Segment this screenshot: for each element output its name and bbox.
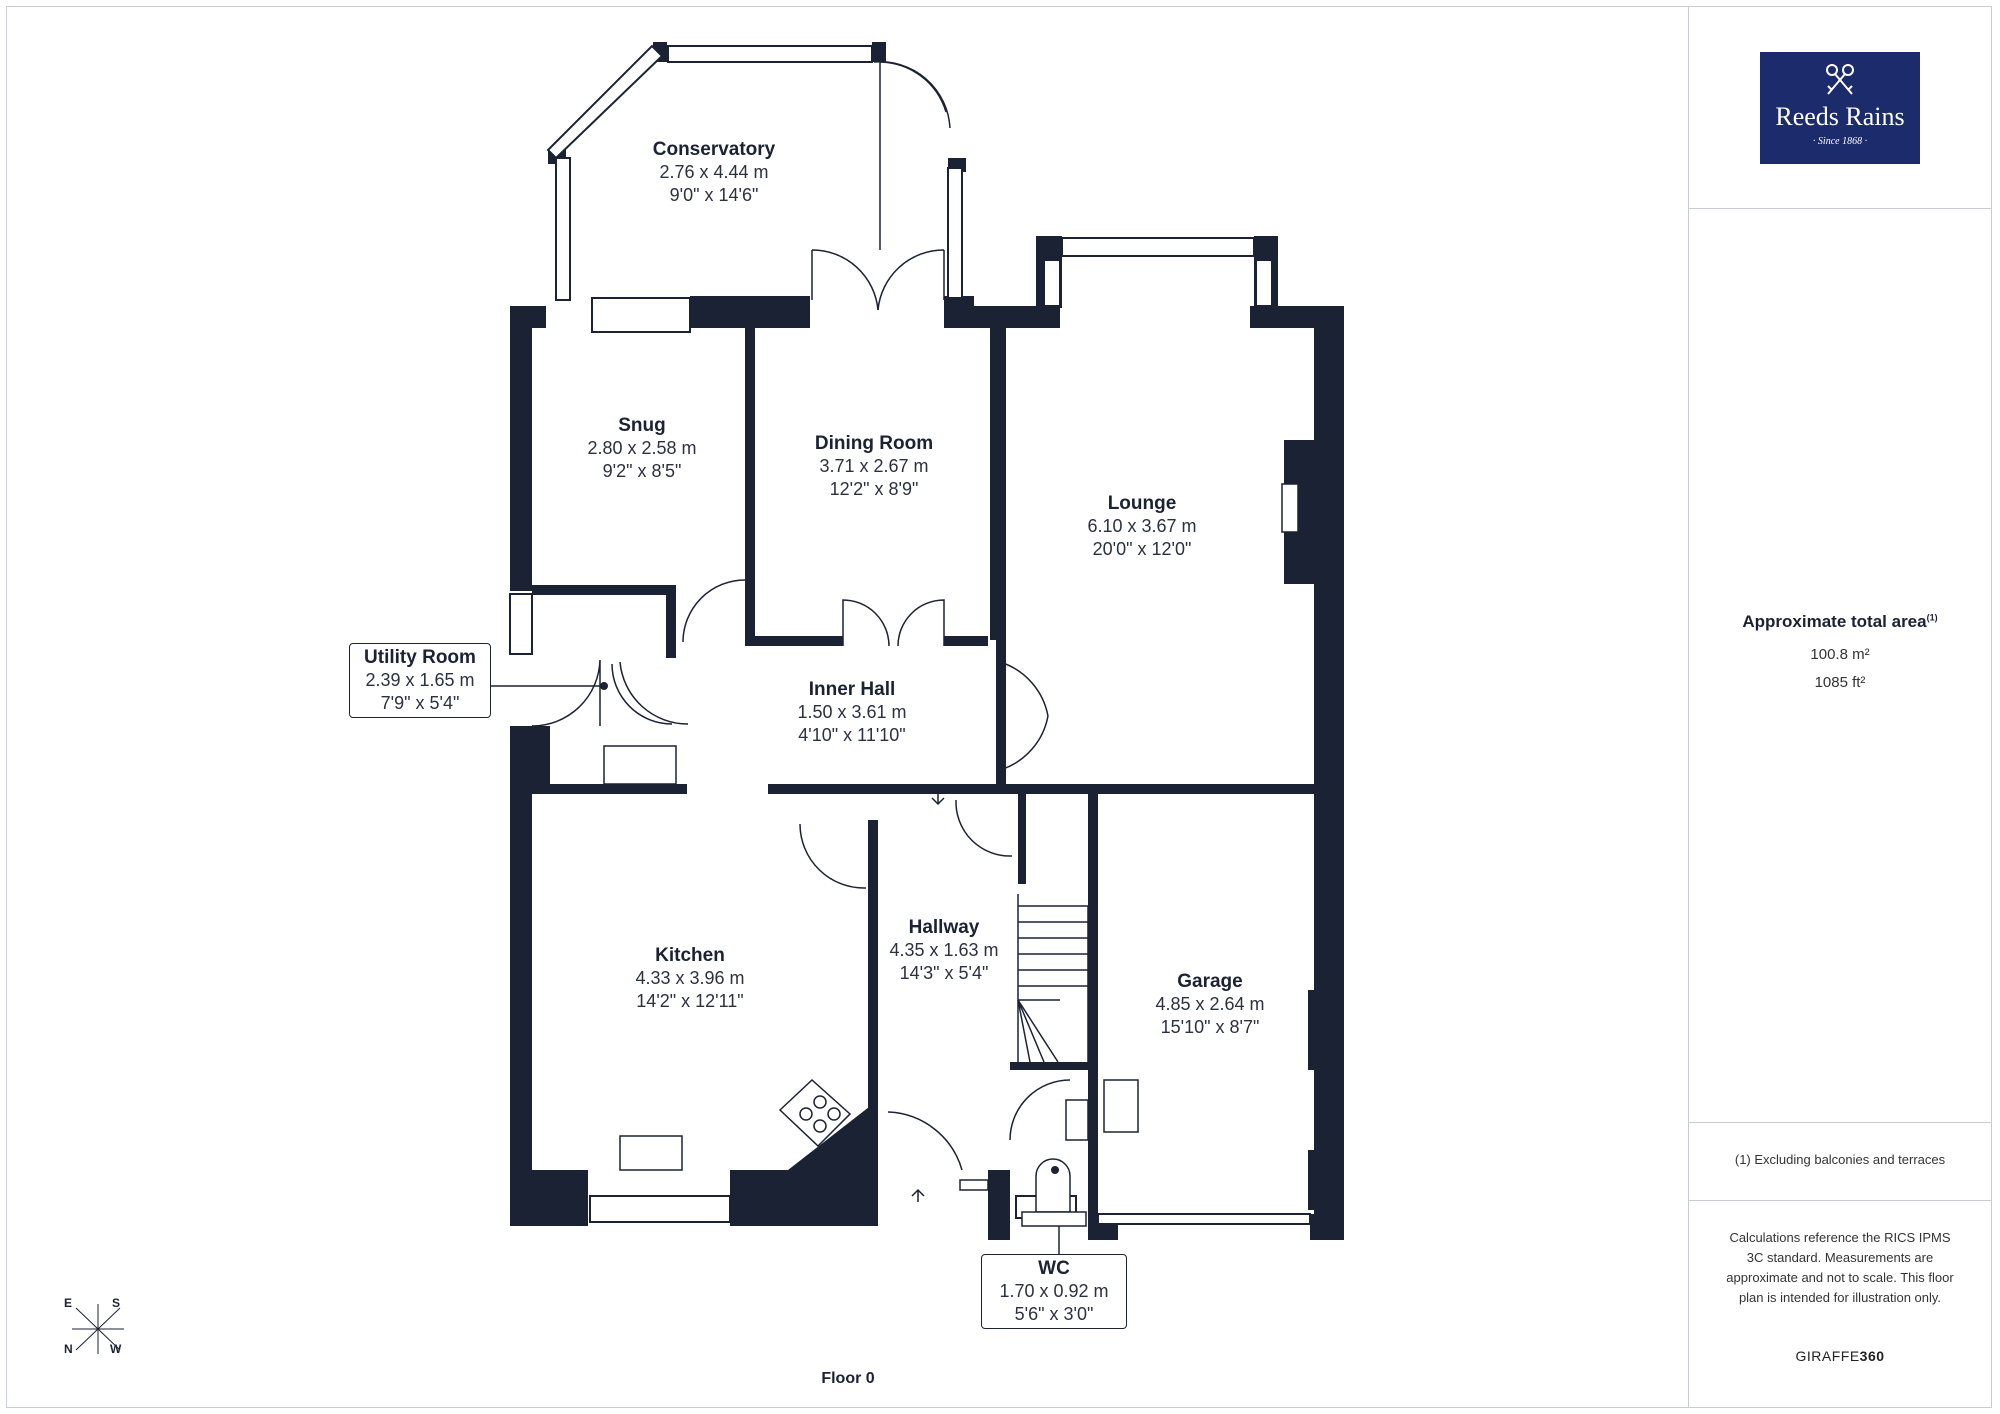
room-inner-hall: Inner Hall 1.50 x 3.61 m 4'10" x 11'10" <box>752 678 952 747</box>
room-size-imperial: 20'0" x 12'0" <box>1092 539 1192 559</box>
sidebar-rule <box>1688 1200 1992 1201</box>
room-size-imperial: 14'2" x 12'11" <box>636 991 744 1011</box>
utility-pointer-dot <box>600 682 608 690</box>
total-area-title: Approximate total area(1) <box>1690 612 1990 632</box>
stairs <box>1017 894 1089 1063</box>
room-wc: WC 1.70 x 0.92 m 5'6" x 3'0" <box>981 1254 1127 1329</box>
compass-west: W <box>110 1342 122 1356</box>
room-size-imperial: 15'10" x 8'7" <box>1160 1017 1260 1037</box>
room-hallway: Hallway 4.35 x 1.63 m 14'3" x 5'4" <box>864 916 1024 985</box>
room-name: Utility Room <box>364 647 476 668</box>
entry-arrow-icon <box>911 1188 925 1202</box>
room-utility: Utility Room 2.39 x 1.65 m 7'9" x 5'4" <box>349 643 491 718</box>
room-name: WC <box>1038 1258 1070 1279</box>
room-size-metric: 1.50 x 3.61 m <box>797 702 907 722</box>
room-name: Lounge <box>1107 493 1177 514</box>
sidebar-rule <box>1688 1122 1992 1123</box>
room-size-metric: 4.85 x 2.64 m <box>1155 994 1265 1014</box>
sidebar-rule <box>1688 208 1992 209</box>
room-conservatory: Conservatory 2.76 x 4.44 m 9'0" x 14'6" <box>604 138 824 207</box>
windows <box>509 44 1311 1225</box>
page-frame <box>6 6 1992 1408</box>
doors <box>531 60 1071 1171</box>
total-area-note: (1) <box>1926 612 1938 623</box>
total-area-imperial: 1085 ft² <box>1814 674 1866 691</box>
room-name: Inner Hall <box>808 679 896 700</box>
room-size-metric: 3.71 x 2.67 m <box>819 456 929 476</box>
room-kitchen: Kitchen 4.33 x 3.96 m 14'2" x 12'11" <box>590 944 790 1013</box>
room-size-imperial: 9'0" x 14'6" <box>669 185 759 205</box>
room-name: Garage <box>1177 971 1243 992</box>
fixtures <box>603 483 1299 1227</box>
total-area-metric: 100.8 m² <box>1810 646 1870 663</box>
room-size-metric: 2.39 x 1.65 m <box>365 670 475 690</box>
brand-since: · Since 1868 · <box>1812 136 1868 147</box>
room-size-imperial: 7'9" x 5'4" <box>380 693 460 713</box>
room-size-imperial: 12'2" x 8'9" <box>829 479 919 499</box>
room-size-metric: 2.76 x 4.44 m <box>659 162 769 182</box>
floor-plan <box>490 42 1344 1256</box>
walls <box>510 42 1344 1240</box>
room-size-imperial: 9'2" x 8'5" <box>602 461 682 481</box>
room-name: Hallway <box>908 917 980 938</box>
crossed-keys-icon <box>1826 64 1854 95</box>
area-footnote: (1) Excluding balconies and terraces <box>1734 1152 1946 1167</box>
brand-logo: Reeds Rains · Since 1868 · <box>1760 52 1920 164</box>
total-area-title-text: Approximate total area <box>1742 612 1927 631</box>
room-size-metric: 6.10 x 3.67 m <box>1087 516 1197 536</box>
room-size-imperial: 14'3" x 5'4" <box>899 963 989 983</box>
room-name: Conservatory <box>652 139 776 160</box>
room-name: Dining Room <box>814 433 934 454</box>
compass-rose: E S N W <box>62 1296 132 1360</box>
room-name: Kitchen <box>655 945 725 966</box>
room-lounge: Lounge 6.10 x 3.67 m 20'0" x 12'0" <box>1042 492 1242 561</box>
room-size-metric: 2.80 x 2.58 m <box>587 438 697 458</box>
stair-arrow-icon <box>931 792 945 806</box>
room-size-metric: 4.35 x 1.63 m <box>889 940 999 960</box>
credit-prefix: GIRAFFE <box>1795 1348 1860 1364</box>
brand-name: Reeds Rains <box>1775 102 1905 131</box>
room-name: Snug <box>618 415 666 436</box>
compass-north: N <box>64 1342 73 1356</box>
room-size-metric: 1.70 x 0.92 m <box>999 1281 1109 1301</box>
wc-pan-marker <box>1051 1166 1059 1174</box>
floor-label: Floor 0 <box>821 1370 875 1387</box>
room-size-imperial: 4'10" x 11'10" <box>798 725 906 745</box>
disclaimer-text: Calculations reference the RICS IPMS 3C … <box>1726 1230 1954 1305</box>
compass-icon <box>72 1304 124 1354</box>
room-snug: Snug 2.80 x 2.58 m 9'2" x 8'5" <box>542 414 742 483</box>
sidebar-divider <box>1688 6 1689 1408</box>
credit-suffix: 360 <box>1859 1348 1885 1364</box>
compass-east: E <box>64 1296 73 1310</box>
credit-logo: GIRAFFE360 <box>1690 1348 1990 1364</box>
room-garage: Garage 4.85 x 2.64 m 15'10" x 8'7" <box>1110 970 1310 1039</box>
room-dining: Dining Room 3.71 x 2.67 m 12'2" x 8'9" <box>774 432 974 501</box>
compass-south: S <box>112 1296 121 1310</box>
room-size-imperial: 5'6" x 3'0" <box>1014 1304 1094 1324</box>
room-size-metric: 4.33 x 3.96 m <box>635 968 745 988</box>
